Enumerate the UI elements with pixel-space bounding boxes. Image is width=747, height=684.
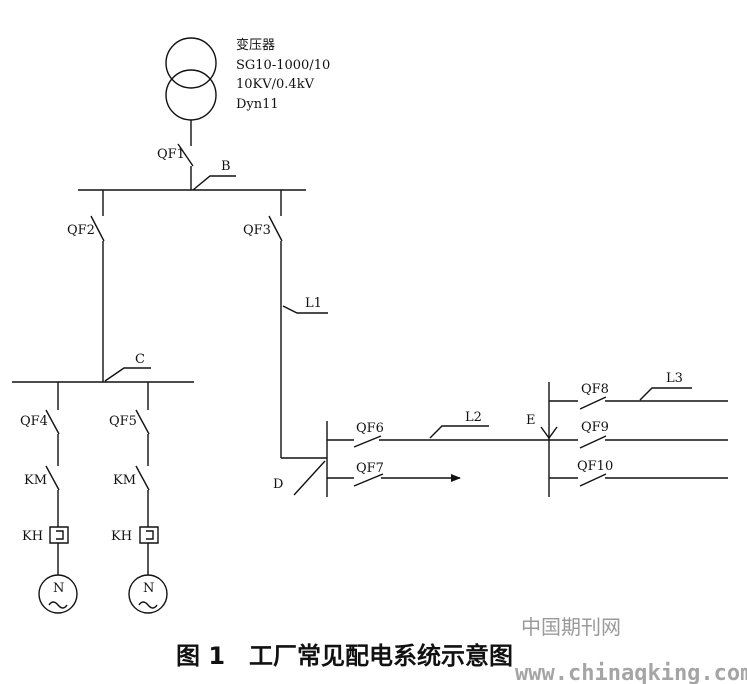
watermark-cn: 中国期刊网 [521,615,621,639]
label-point-e: E [526,413,536,428]
label-point-b: B [221,159,231,174]
label-qf1: QF1 [157,147,185,162]
breaker-qf3 [269,190,282,458]
transformer-voltage: 10KV/0.4kV [236,77,315,92]
label-km-left: KM [24,473,47,488]
label-qf5: QF5 [109,414,137,429]
transformer-symbol [166,38,216,120]
breaker-qf1 [178,120,193,190]
point-b-leader [193,176,236,190]
motor-left-symbol: N [53,581,64,596]
label-qf3: QF3 [243,223,271,238]
line-l1-leader [283,306,328,313]
motor-right-symbol: N [143,581,154,596]
transformer-model: SG10-1000/10 [236,58,330,73]
watermark-url: www.chinaqking.com [515,661,747,684]
breaker-qf7 [327,474,461,486]
breaker-qf8 [549,397,728,409]
label-qf4: QF4 [20,414,48,429]
label-km-right: KM [113,473,136,488]
label-kh-right: KH [111,529,132,544]
branch-right [129,382,167,613]
point-d-leader [294,461,325,495]
breaker-qf2 [91,190,104,382]
transformer-name: 变压器 [236,37,275,53]
point-c-leader [105,368,151,381]
transformer-vector-group: Dyn11 [236,97,279,112]
breaker-qf6 [327,436,549,447]
label-qf6: QF6 [356,421,384,436]
line-l2-leader [430,426,489,438]
label-point-d: D [273,477,283,492]
label-qf10: QF10 [577,459,613,474]
label-line-l2: L2 [465,410,482,425]
breaker-qf10 [549,474,728,486]
point-e-marker [541,427,557,438]
label-line-l1: L1 [305,296,322,311]
label-qf2: QF2 [67,223,95,238]
label-qf7: QF7 [356,461,384,476]
label-qf9: QF9 [581,420,609,435]
branch-left [39,382,77,613]
label-kh-left: KH [22,529,43,544]
label-line-l3: L3 [666,371,683,386]
figure-caption: 图 1 工厂常见配电系统示意图 [176,642,513,670]
label-point-c: C [135,352,145,367]
breaker-qf9 [549,436,728,448]
line-l3-leader [640,388,692,400]
label-qf8: QF8 [581,382,609,397]
